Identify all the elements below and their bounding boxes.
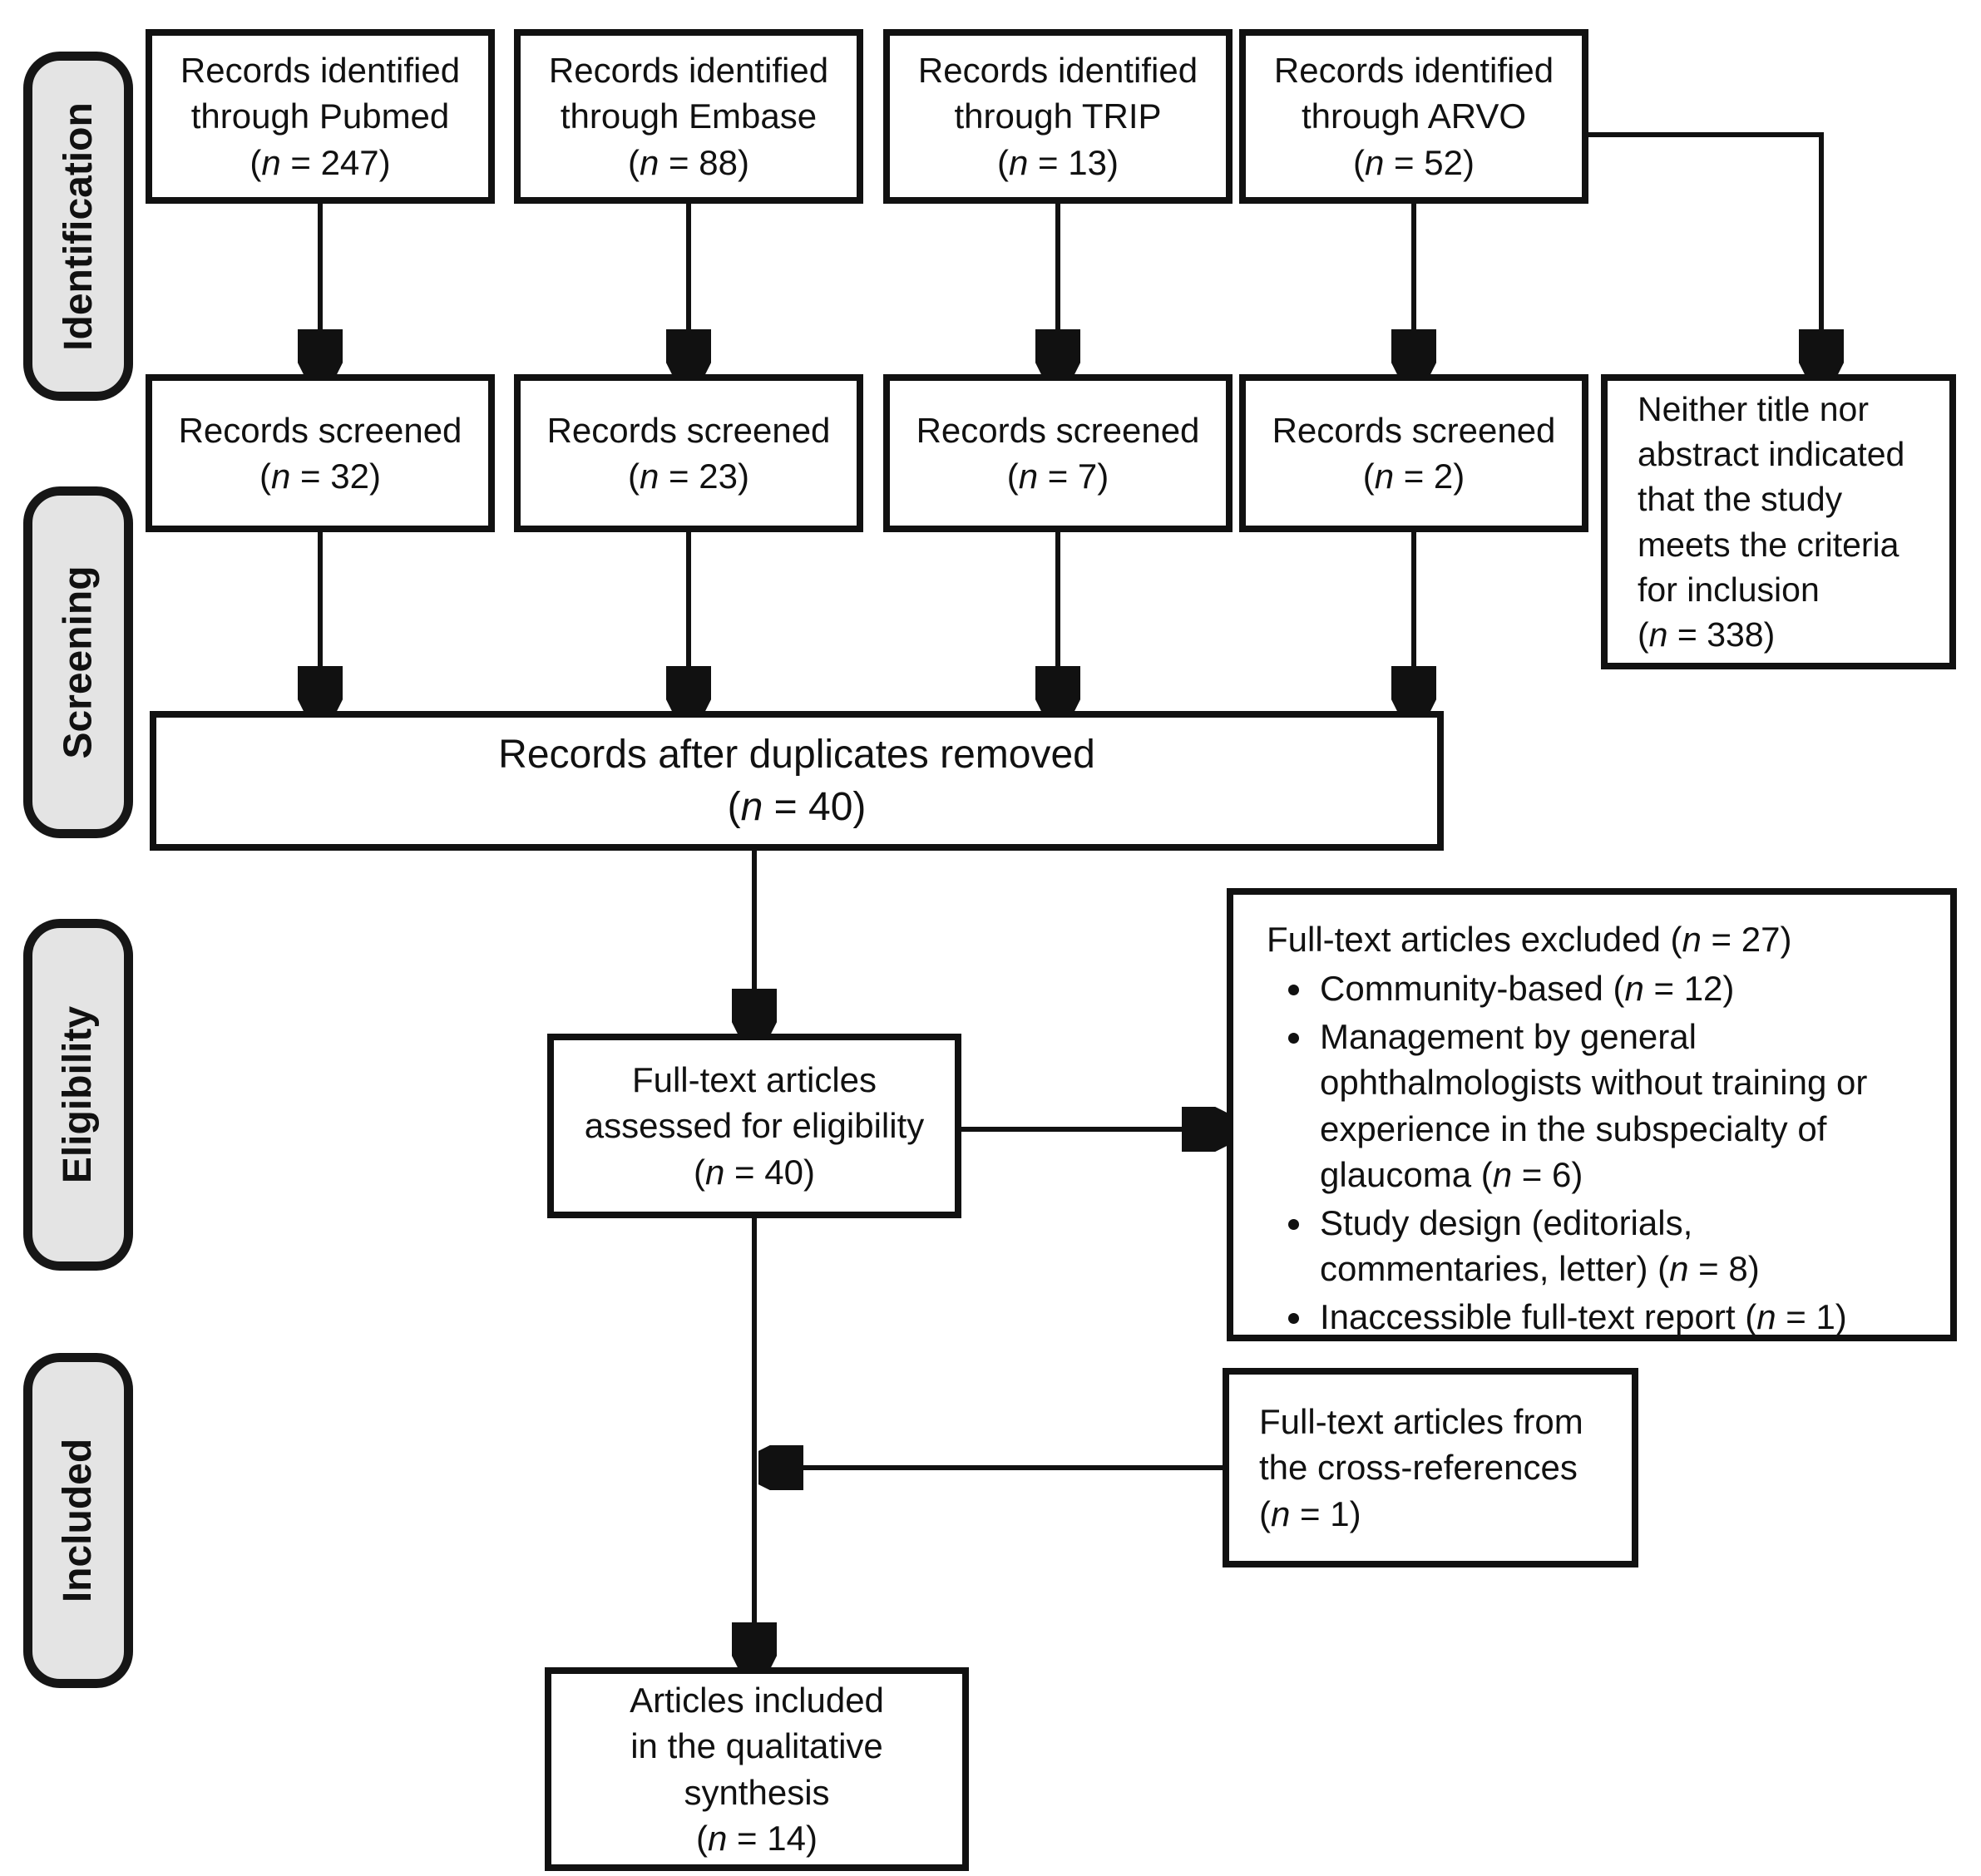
box-after-duplicates: Records after duplicates removed(n = 40) xyxy=(150,711,1444,851)
stage-screening: Screening xyxy=(23,486,133,838)
stage-identification-label: Identification xyxy=(56,101,101,351)
box-screened-pubmed: Records screened(n = 32) xyxy=(146,374,495,532)
stage-eligibility: Eligibility xyxy=(23,919,133,1271)
box-screened-embase-text: Records screened(n = 23) xyxy=(546,410,831,496)
box-fulltext-excluded: Full-text articles excluded (n = 27) Com… xyxy=(1227,888,1957,1341)
stage-identification: Identification xyxy=(23,52,133,401)
stage-screening-label: Screening xyxy=(56,565,101,759)
box-screened-arvo: Records screened(n = 2) xyxy=(1239,374,1588,532)
box-screened-trip: Records screened(n = 7) xyxy=(883,374,1233,532)
stage-eligibility-label: Eligibility xyxy=(56,1005,101,1184)
stage-included: Included xyxy=(23,1353,133,1688)
stage-included-label: Included xyxy=(56,1438,101,1603)
box-screened-trip-text: Records screened(n = 7) xyxy=(916,410,1200,496)
box-screened-arvo-text: Records screened(n = 2) xyxy=(1272,410,1556,496)
box-after-duplicates-text: Records after duplicates removed(n = 40) xyxy=(498,732,1095,829)
box-screened-embase: Records screened(n = 23) xyxy=(514,374,863,532)
box-fulltext-excluded-title: Full-text articles excluded (n = 27) xyxy=(1267,920,1792,959)
box-screened-pubmed-text: Records screened(n = 32) xyxy=(178,410,462,496)
excluded-reasons-list: Community-based (n = 12)Management by ge… xyxy=(1267,965,1925,1340)
arrow-arvo-to-excluded-records xyxy=(1585,132,1821,367)
